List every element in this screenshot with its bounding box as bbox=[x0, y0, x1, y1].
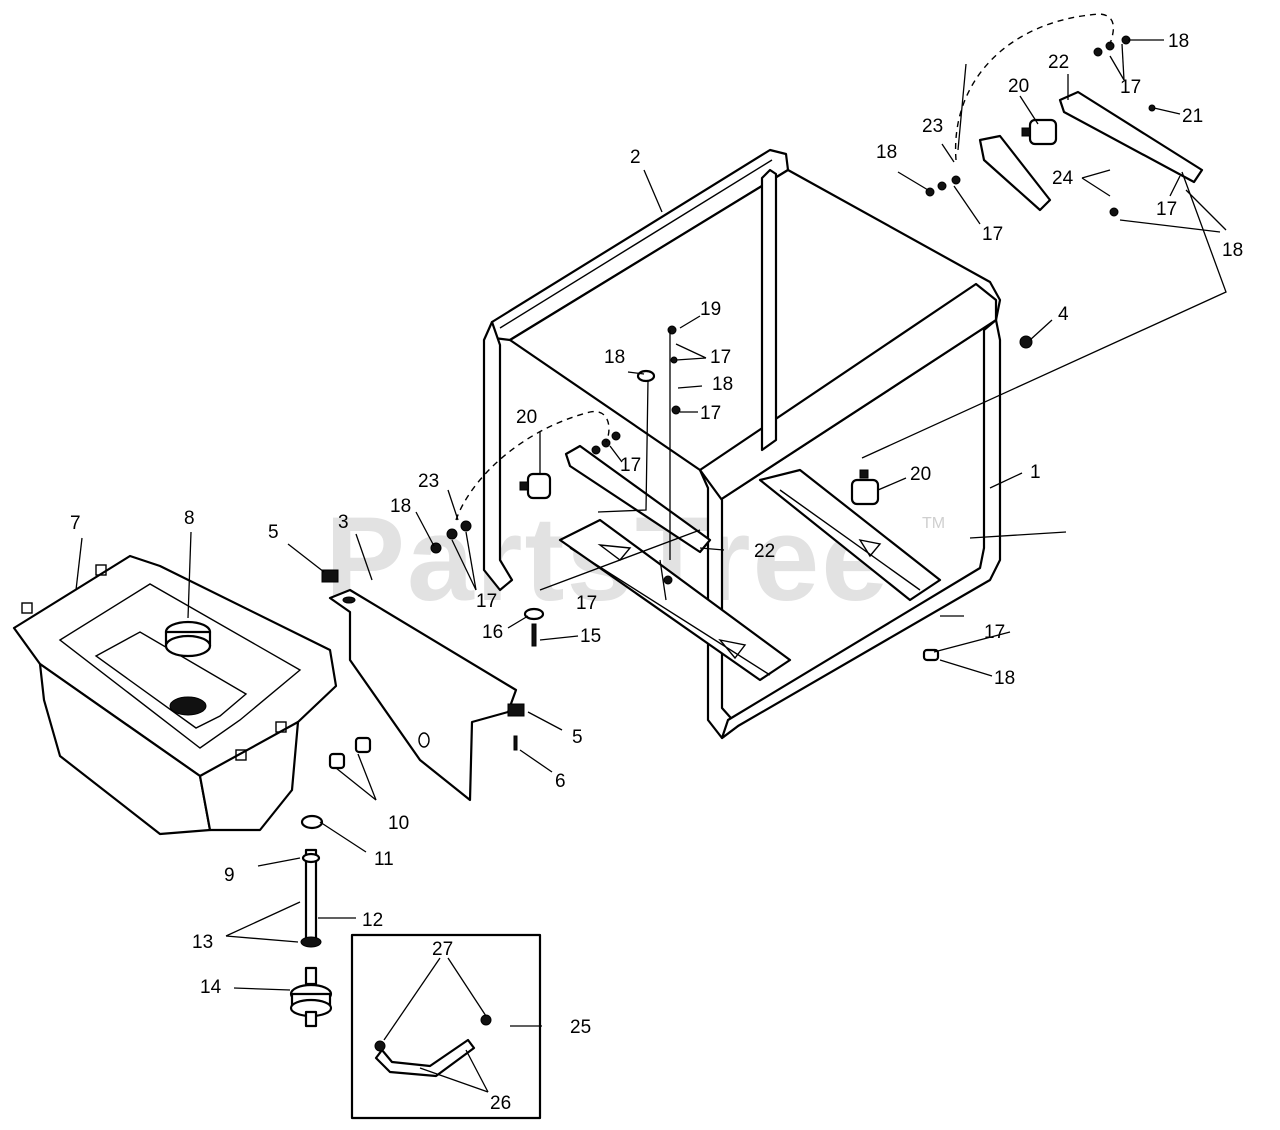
callout-26: 26 bbox=[490, 1093, 511, 1114]
callout-17-f: 17 bbox=[984, 622, 1005, 643]
callout-25: 25 bbox=[570, 1017, 591, 1038]
callout-10: 10 bbox=[388, 813, 409, 834]
callout-11: 11 bbox=[374, 849, 394, 870]
callout-17-e: 17 bbox=[576, 593, 597, 614]
fuel-line-route-left bbox=[455, 410, 610, 521]
vibration-mount-top bbox=[1021, 118, 1058, 146]
callout-20-a: 20 bbox=[516, 407, 537, 428]
callout-17-d: 17 bbox=[476, 591, 497, 612]
callout-17-c: 17 bbox=[620, 455, 641, 476]
callout-18-d: 18 bbox=[994, 668, 1015, 689]
watermark-trademark: TM bbox=[922, 515, 945, 532]
callout-22-b: 22 bbox=[754, 541, 775, 562]
fuel-filter bbox=[289, 966, 333, 1028]
callout-5-lower: 5 bbox=[572, 727, 583, 748]
callout-18-b: 18 bbox=[712, 374, 733, 395]
callout-20-b: 20 bbox=[910, 464, 931, 485]
callout-17-h: 17 bbox=[1120, 77, 1141, 98]
callout-18-g: 18 bbox=[1222, 240, 1243, 261]
callout-12: 12 bbox=[362, 910, 383, 931]
callout-27: 27 bbox=[432, 939, 453, 960]
callout-18-e: 18 bbox=[876, 142, 897, 163]
mount-bracket-left bbox=[564, 444, 712, 554]
callout-22-a: 22 bbox=[1048, 52, 1069, 73]
callout-13: 13 bbox=[192, 932, 213, 953]
bushing bbox=[300, 814, 324, 830]
callout-8: 8 bbox=[184, 508, 195, 529]
callout-15: 15 bbox=[580, 626, 601, 647]
callout-23-a: 23 bbox=[418, 471, 439, 492]
callout-18-f: 18 bbox=[1168, 31, 1189, 52]
grommets bbox=[328, 736, 372, 770]
frame-assembly bbox=[482, 148, 1002, 740]
fuel-tank bbox=[12, 554, 338, 836]
callout-21: 21 bbox=[1182, 106, 1203, 127]
callout-19: 19 bbox=[700, 299, 721, 320]
callout-23-b: 23 bbox=[922, 116, 943, 137]
fuel-cap bbox=[164, 620, 212, 716]
fuel-line-route-top bbox=[954, 13, 1115, 161]
callout-7: 7 bbox=[70, 513, 81, 534]
vibration-mount-right bbox=[850, 469, 880, 506]
callout-2: 2 bbox=[630, 147, 641, 168]
callout-17-b: 17 bbox=[700, 403, 721, 424]
callout-18-c: 18 bbox=[390, 496, 411, 517]
callout-17-a: 17 bbox=[710, 347, 731, 368]
bracket-panel bbox=[328, 588, 518, 802]
callout-6: 6 bbox=[555, 771, 566, 792]
callout-16: 16 bbox=[482, 622, 503, 643]
callout-14: 14 bbox=[200, 977, 222, 998]
callout-24: 24 bbox=[1052, 168, 1074, 189]
callout-5-upper: 5 bbox=[268, 522, 279, 543]
callout-9: 9 bbox=[224, 865, 235, 886]
callout-18-a: 18 bbox=[604, 347, 625, 368]
fuel-line-kit-box bbox=[350, 933, 542, 1120]
vibration-mount-left bbox=[519, 472, 552, 500]
callout-17-g: 17 bbox=[982, 224, 1003, 245]
callout-3: 3 bbox=[338, 512, 349, 533]
callout-leaders bbox=[75, 39, 1181, 1093]
callout-1: 1 bbox=[1030, 462, 1041, 483]
clip-lower bbox=[507, 703, 525, 717]
callout-17-i: 17 bbox=[1156, 199, 1177, 220]
mount-bracket-top bbox=[1058, 90, 1204, 184]
fuel-pickup-tube bbox=[300, 848, 322, 948]
callout-labels: 1 2 3 4 5 5 6 7 8 9 10 11 12 13 14 15 16… bbox=[70, 31, 1243, 1114]
clip-upper bbox=[321, 569, 339, 583]
callout-4: 4 bbox=[1058, 304, 1069, 325]
callout-20-c: 20 bbox=[1008, 76, 1029, 97]
